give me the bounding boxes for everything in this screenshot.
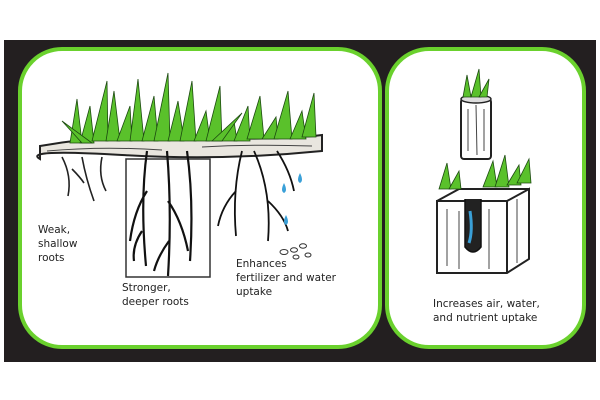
fertilizer-granules xyxy=(279,243,312,260)
enhanced-roots xyxy=(217,150,295,242)
enhances-uptake-label: Enhances fertilizer and water uptake xyxy=(236,258,336,298)
increases-uptake-label: Increases air, water, and nutrient uptak… xyxy=(433,298,540,324)
left-panel-root-growth: Weak, shallow roots Stronger, deeper roo… xyxy=(18,47,382,349)
grass-blades xyxy=(61,72,317,144)
root-growth-illustration xyxy=(36,72,323,278)
weak-roots-label: Weak, shallow roots xyxy=(38,224,78,264)
aeration-plug-illustration xyxy=(436,68,532,274)
water-drops xyxy=(282,173,302,225)
soil-block xyxy=(436,154,532,274)
right-panel-aeration: Increases air, water, and nutrient uptak… xyxy=(385,47,586,349)
soil-core-plug xyxy=(460,68,492,160)
stronger-roots-label: Stronger, deeper roots xyxy=(122,282,189,308)
shallow-roots xyxy=(61,156,107,202)
deep-roots xyxy=(128,150,193,277)
